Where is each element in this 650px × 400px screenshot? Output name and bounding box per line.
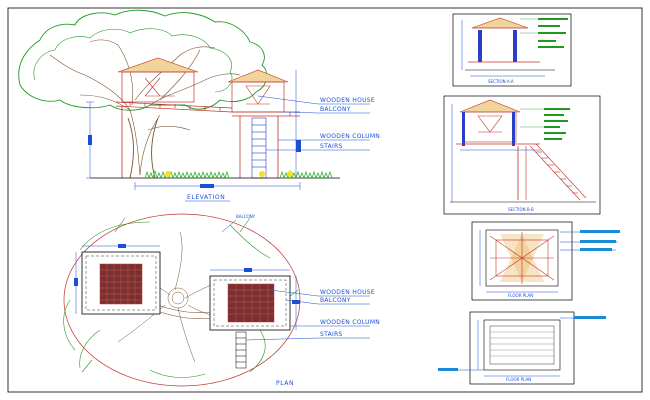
section-aa: SECTION A-A bbox=[452, 13, 572, 87]
floor-plan-2-title: FLOOR PLAN bbox=[506, 377, 531, 382]
marker-icon bbox=[287, 171, 293, 177]
elevation-view: WOODEN HOUSE BALCONY WOODEN COLUMN STAIR… bbox=[18, 9, 380, 202]
plan-house-left bbox=[81, 251, 161, 315]
section-bb-title: SECTION B-B bbox=[508, 207, 534, 212]
wooden-house-left bbox=[117, 57, 199, 103]
floor-plan-2: FLOOR PLAN bbox=[438, 311, 606, 385]
floor-plan-1: FLOOR PLAN bbox=[471, 221, 620, 301]
plan-view: WOODEN HOUSE BALCONY WOODEN COLUMN STAIR… bbox=[63, 213, 380, 387]
plan-callout-stairs: STAIRS bbox=[320, 331, 343, 338]
section-bb: SECTION B-B bbox=[443, 95, 601, 215]
marker-icon bbox=[165, 171, 171, 177]
plan-tag-balcony: BALCONY bbox=[236, 214, 256, 219]
callout-wooden-column: WOODEN COLUMN bbox=[320, 133, 380, 140]
plan-title: PLAN bbox=[276, 380, 294, 387]
sheet-border bbox=[7, 7, 643, 393]
stairs-plan bbox=[235, 331, 247, 369]
marker-icon bbox=[259, 171, 265, 177]
grass-elevation bbox=[144, 169, 333, 180]
tree-trunk bbox=[127, 117, 159, 179]
callout-wooden-house: WOODEN HOUSE bbox=[320, 97, 375, 104]
elevation-title: ELEVATION bbox=[187, 194, 225, 201]
plan-callout-balcony: BALCONY bbox=[320, 297, 351, 304]
tree-canopy bbox=[18, 9, 268, 111]
callout-balcony: BALCONY bbox=[320, 106, 351, 113]
plan-house-right bbox=[209, 275, 291, 331]
tree-branches bbox=[49, 39, 241, 176]
wooden-columns bbox=[121, 106, 279, 178]
section-aa-title: SECTION A-A bbox=[488, 79, 514, 84]
callout-stairs: STAIRS bbox=[320, 143, 343, 150]
elevation-dimensions bbox=[86, 70, 301, 190]
balcony-railing bbox=[115, 101, 300, 117]
floor-plan-1-title: FLOOR PLAN bbox=[508, 293, 533, 298]
plan-callout-wooden-house: WOODEN HOUSE bbox=[320, 289, 375, 296]
tree-canopy-inner bbox=[33, 28, 233, 93]
stairs-elevation bbox=[251, 117, 267, 179]
plan-callout-wooden-column: WOODEN COLUMN bbox=[320, 319, 380, 326]
wooden-house-right bbox=[227, 69, 289, 113]
